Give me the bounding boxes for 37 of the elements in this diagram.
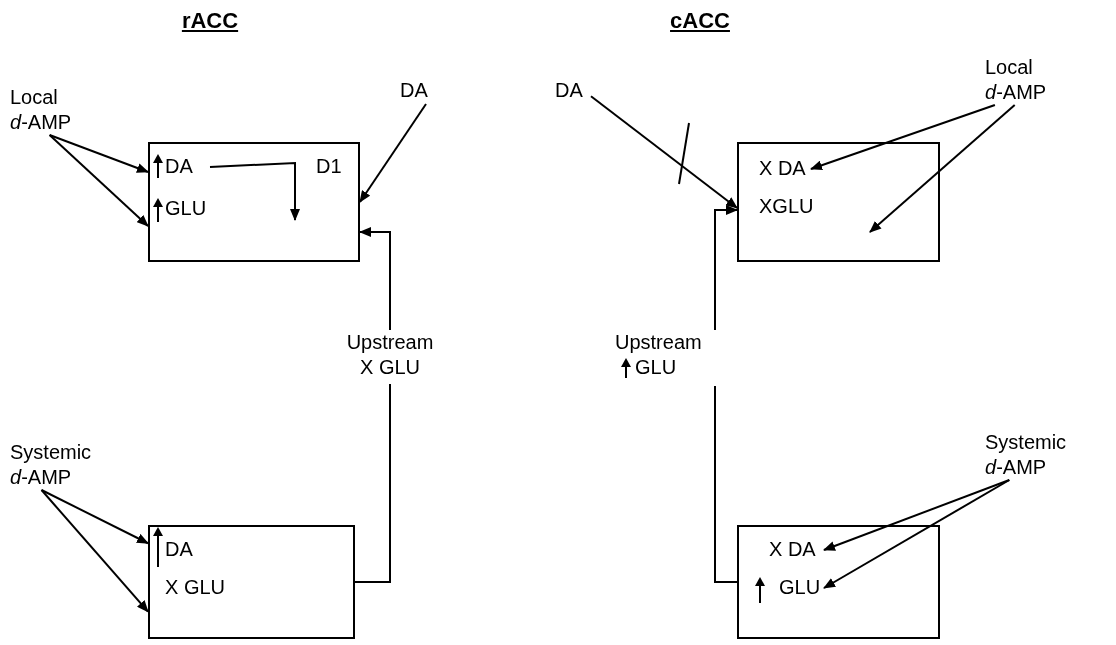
text-label: Systemic d-AMP <box>985 430 1075 480</box>
process-box <box>148 142 360 262</box>
arrow <box>823 479 1011 589</box>
arrow <box>868 104 1016 233</box>
heading: cACC <box>670 8 730 34</box>
process-box <box>148 525 355 639</box>
arrow <box>40 489 149 545</box>
arrow <box>359 227 391 331</box>
arrow <box>810 104 996 171</box>
text-label: Local d-AMP <box>10 85 76 135</box>
text-label: GLU <box>779 575 824 601</box>
text-label: DA <box>165 154 210 180</box>
text-label: GLU <box>165 196 213 222</box>
connector-line <box>714 385 738 583</box>
connector-line <box>354 383 391 583</box>
heading: rACC <box>181 8 239 34</box>
text-label: DA <box>555 78 595 104</box>
text-label: GLU <box>635 355 677 380</box>
text-label: Upstream <box>615 330 703 355</box>
process-box <box>737 525 940 639</box>
text-label: X GLU <box>165 575 230 601</box>
text-label: X DA <box>769 537 824 563</box>
text-label: X DA <box>759 156 811 182</box>
arrow <box>359 103 427 203</box>
text-label: XGLU <box>759 194 817 220</box>
text-label: Systemic d-AMP <box>10 440 100 490</box>
arrow <box>40 489 149 613</box>
arrow <box>714 205 738 331</box>
text-label: DA <box>400 78 440 104</box>
text-label: Upstream X GLU <box>340 330 440 384</box>
arrow <box>590 95 738 209</box>
arrow <box>209 161 300 221</box>
text-label: D1 <box>316 154 348 180</box>
process-box <box>737 142 940 262</box>
text-label: DA <box>165 537 205 563</box>
arrow <box>48 134 149 227</box>
text-label: Local d-AMP <box>985 55 1051 105</box>
